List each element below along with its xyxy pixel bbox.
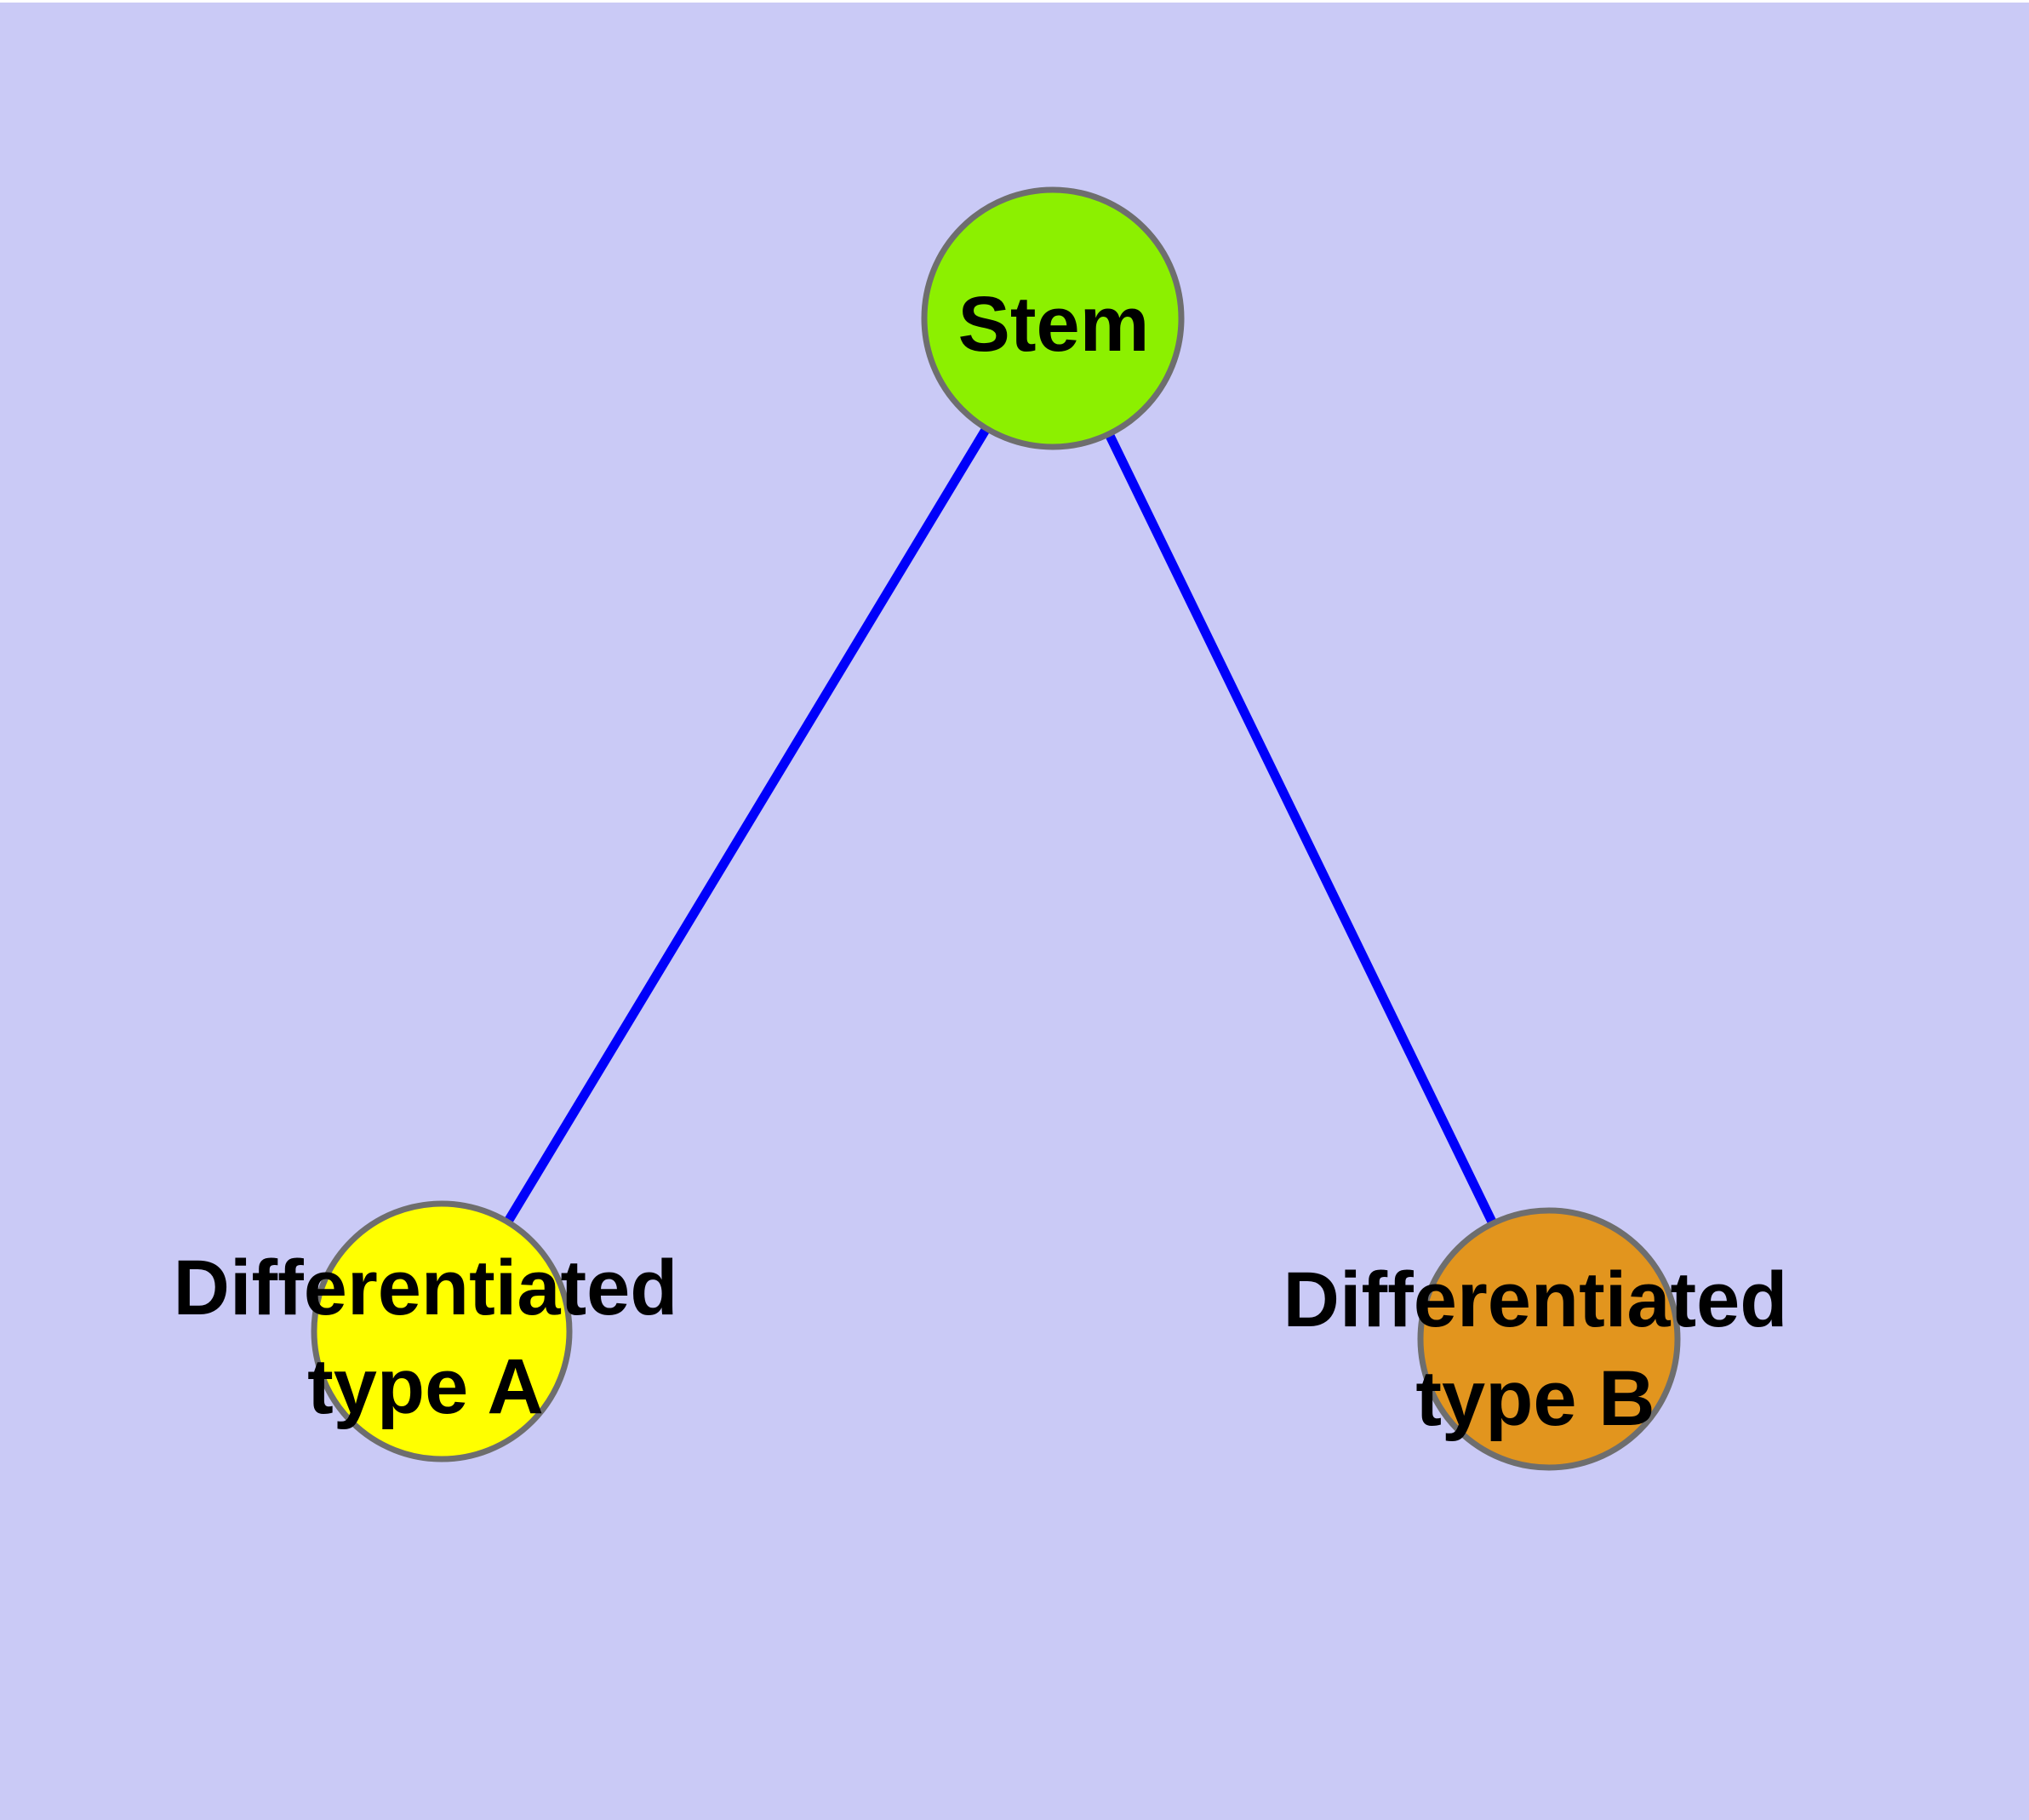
node-label-line: Differentiated [1283, 1256, 1788, 1343]
node-label-line: type B [1415, 1355, 1655, 1442]
edge-stem-to-type-b [1049, 316, 1553, 1342]
node-label-line: Differentiated [173, 1245, 678, 1331]
node-circle-type-a [311, 1200, 573, 1462]
top-margin-strip [0, 0, 2029, 3]
node-circle-type-b [1417, 1207, 1681, 1471]
node-label-type-b: Differentiated type B [1283, 1251, 1788, 1448]
node-circle-stem [921, 186, 1185, 450]
node-label-type-a: Differentiated type A [174, 1239, 678, 1436]
node-label-line: Stem [957, 281, 1150, 368]
node-label-line: type A [307, 1343, 544, 1430]
edge-stem-to-type-a [437, 316, 1057, 1334]
node-label-stem: Stem [958, 275, 1150, 374]
